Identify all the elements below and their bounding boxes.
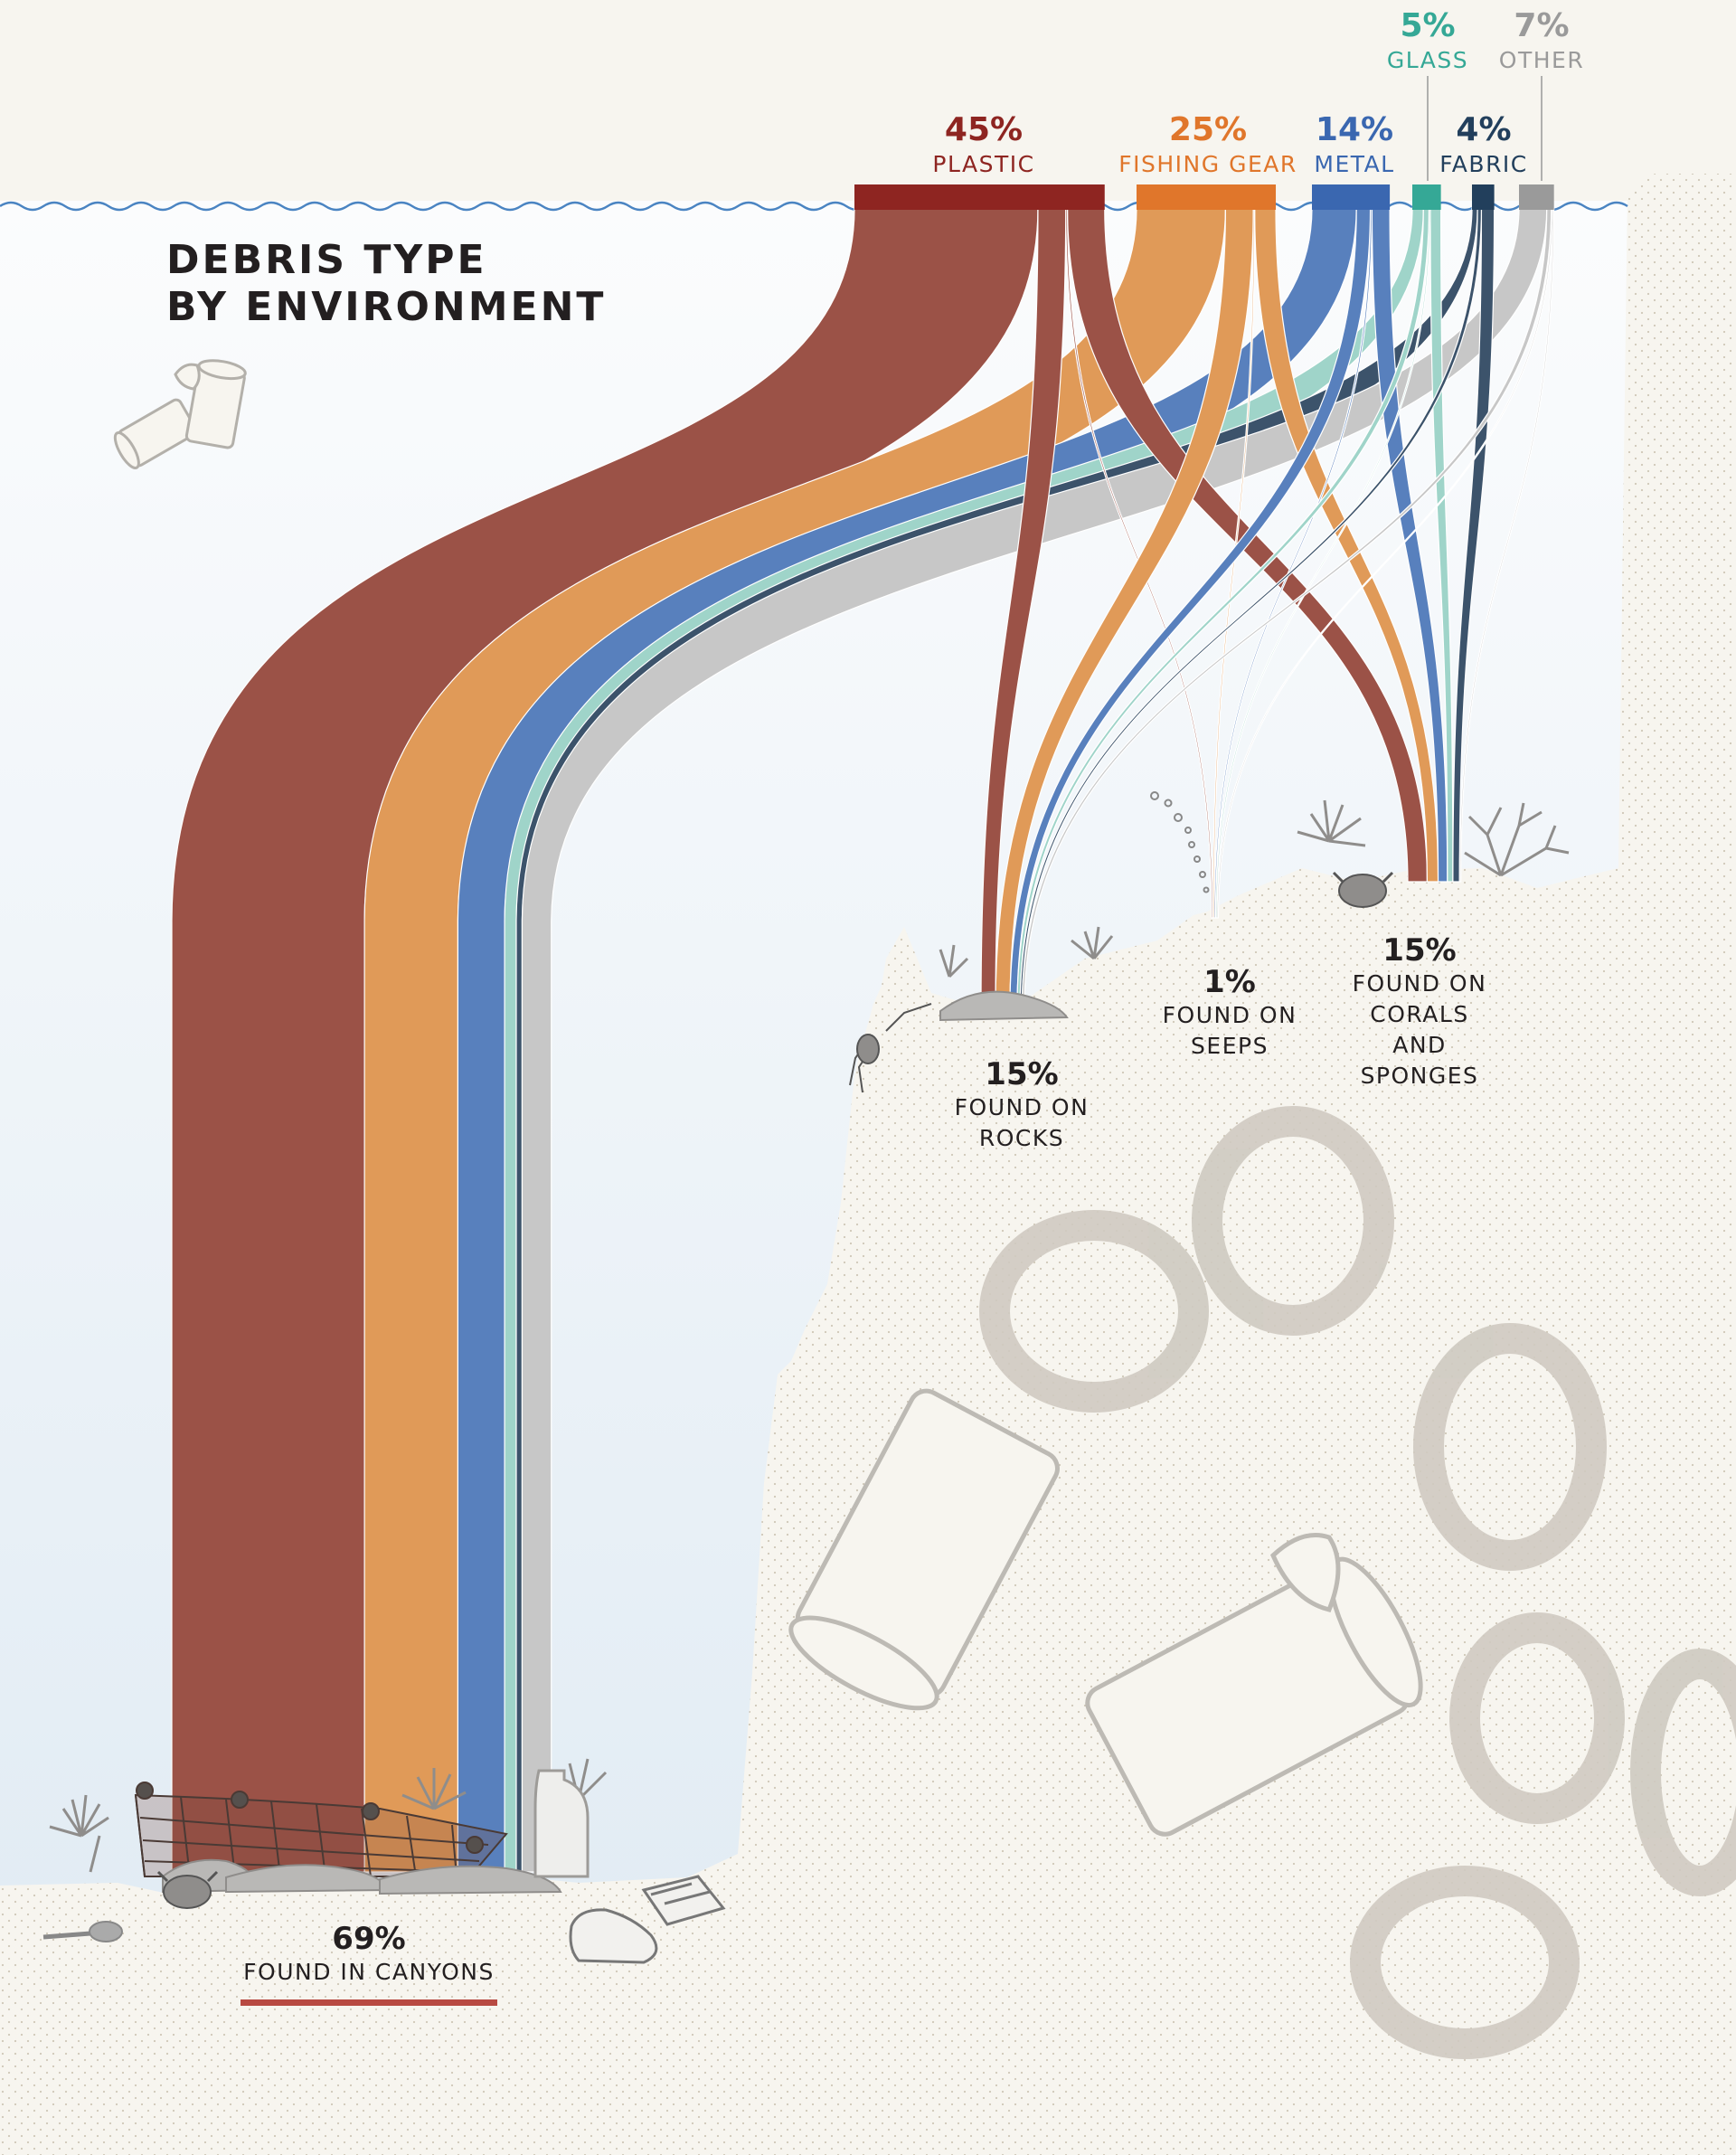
coral-icon: [49, 799, 1366, 1873]
source-label-fishing-gear: 25% FISHING GEAR: [1118, 111, 1297, 178]
bubbles-icon: [1150, 791, 1210, 893]
source-bar-fishing-gear: [1137, 184, 1277, 210]
spoon-icon: [42, 1921, 123, 1942]
target-label-corals-sponges: 15% FOUND ON CORALS AND SPONGES: [1329, 932, 1510, 1092]
target-name-line1: FOUND ON: [1352, 970, 1487, 997]
target-pct: 15%: [985, 1056, 1059, 1092]
source-label-metal: 14% METAL: [1314, 111, 1394, 178]
chart-title-line1: DEBRIS TYPE: [166, 237, 487, 283]
source-pct: 14%: [1315, 111, 1394, 148]
source-name: OTHER: [1498, 47, 1585, 73]
source-label-fabric: 4% FABRIC: [1439, 111, 1528, 178]
sankey-flows: [171, 207, 1555, 1873]
target-pct: 15%: [1382, 932, 1457, 969]
target-label-seeps: 1% FOUND ON SEEPS: [1139, 964, 1320, 1062]
target-pct: 1%: [1203, 964, 1256, 1000]
source-bar-fabric: [1472, 184, 1495, 210]
target-pct: 69%: [332, 1921, 406, 1957]
source-bar-other: [1519, 184, 1554, 210]
target-name: FOUND IN CANYONS: [243, 1959, 495, 1985]
cans-icon: [113, 359, 247, 469]
chart-title-line2: BY ENVIRONMENT: [166, 284, 607, 330]
source-pct: 5%: [1400, 7, 1456, 44]
source-name: PLASTIC: [932, 151, 1035, 177]
chart-title: DEBRIS TYPE BY ENVIRONMENT: [166, 237, 606, 331]
target-name-line2: ROCKS: [978, 1125, 1065, 1151]
container-icon: [641, 1875, 726, 1926]
target-name-line2: CORALS: [1370, 1001, 1469, 1027]
sneaker-icon: [569, 1908, 658, 1964]
jug-icon: [533, 1769, 590, 1878]
flow-other-to-found-on-corals-and-sponges: [1458, 207, 1555, 883]
target-name-line2: SEEPS: [1191, 1033, 1269, 1059]
target-label-canyons: 69% FOUND IN CANYONS: [233, 1921, 505, 1988]
source-name: METAL: [1314, 151, 1395, 177]
source-name: FABRIC: [1439, 151, 1528, 177]
crab-icon: [156, 871, 1394, 1909]
source-label-glass: 5% GLASS: [1387, 7, 1468, 74]
target-name-line4: SPONGES: [1360, 1063, 1479, 1089]
source-pct: 45%: [944, 111, 1024, 148]
source-bar-plastic: [854, 184, 1105, 210]
source-pct: 7%: [1514, 7, 1570, 44]
source-bar-glass: [1412, 184, 1441, 210]
net-icon: [134, 1782, 508, 1877]
target-name-line1: FOUND ON: [1162, 1002, 1297, 1028]
target-name-line3: AND: [1392, 1032, 1447, 1058]
flow-other-to-found-on-seeps: [1216, 207, 1553, 919]
source-bar-metal: [1312, 184, 1391, 210]
source-label-other: 7% OTHER: [1499, 7, 1584, 74]
source-name: GLASS: [1386, 47, 1469, 73]
target-name-line1: FOUND ON: [954, 1094, 1090, 1120]
source-label-plastic: 45% PLASTIC: [932, 111, 1034, 178]
source-bars: [854, 76, 1554, 210]
six-pack-ring-icon: [979, 1106, 1736, 2059]
canyons-underline: [241, 1999, 497, 2006]
cans-icon: [788, 1388, 1423, 1837]
source-pct: 4%: [1456, 111, 1512, 148]
source-pct: 25%: [1168, 111, 1248, 148]
source-name: FISHING GEAR: [1118, 151, 1297, 177]
target-label-rocks: 15% FOUND ON ROCKS: [931, 1056, 1112, 1154]
